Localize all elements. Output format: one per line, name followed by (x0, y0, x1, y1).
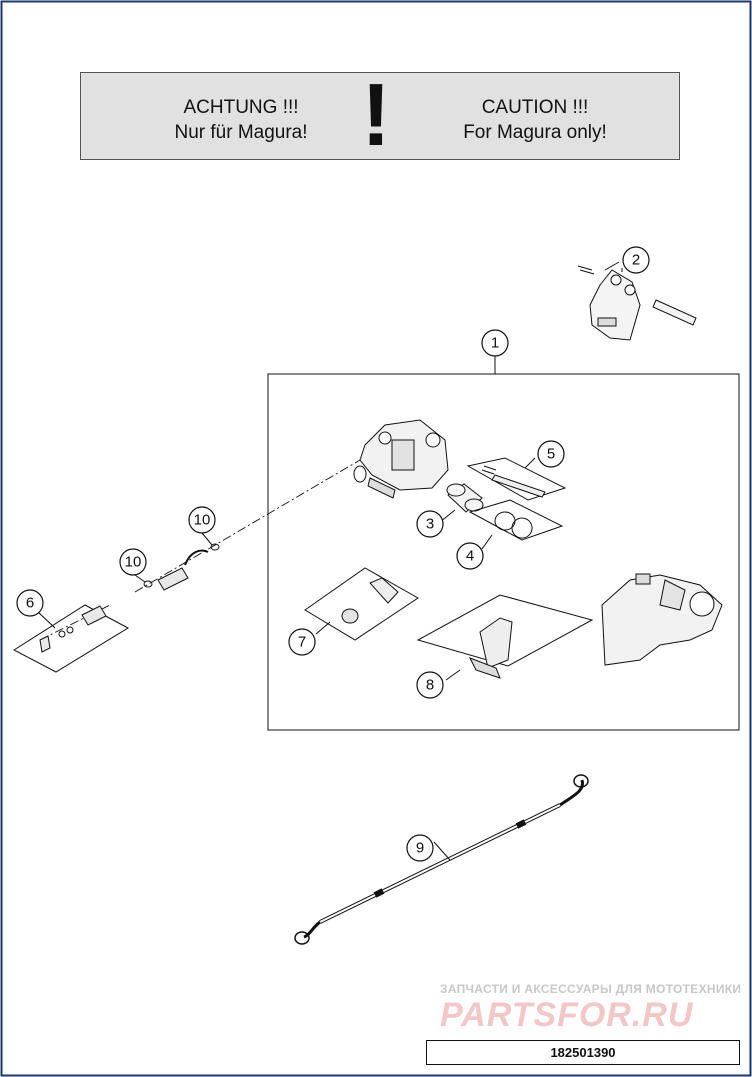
watermark-tagline: ЗАПЧАСТИ И АКСЕССУАРЫ ДЛЯ МОТОТЕХНИКИ (440, 982, 742, 996)
caliper-body (353, 419, 449, 499)
warning-german: ACHTUNG !!! Nur für Magura! (141, 95, 341, 145)
pad-kit (416, 594, 594, 679)
callout-label: 7 (298, 634, 306, 651)
warning-english-line1: CAUTION !!! (481, 97, 589, 118)
seal-kit (468, 499, 564, 541)
callout-4: 4 (456, 542, 484, 570)
callout-label: 8 (426, 677, 434, 694)
bleed-kit (304, 567, 419, 641)
callout-label: 1 (491, 335, 499, 352)
warning-english-line2: For Magura only! (463, 122, 607, 143)
callout-label: 9 (416, 840, 424, 857)
warning-german-line1: ACHTUNG !!! (183, 97, 299, 118)
center-line (39, 459, 361, 641)
callout-5: 5 (537, 440, 565, 468)
callout-8: 8 (416, 671, 444, 699)
document-id: 182501390 (426, 1040, 740, 1065)
callout-3: 3 (416, 510, 444, 538)
caliper-assembly (601, 573, 723, 666)
callout-label: 3 (426, 516, 434, 533)
brake-hose (294, 774, 589, 945)
callout-7: 7 (288, 628, 316, 656)
callout-6: 6 (16, 589, 44, 617)
callout-9: 9 (406, 834, 434, 862)
callout-10-lower: 10 (119, 548, 147, 576)
callout-label: 10 (125, 554, 142, 571)
banjo-set (13, 604, 130, 673)
warning-english: CAUTION !!! For Magura only! (435, 95, 635, 145)
callout-label: 4 (466, 548, 474, 565)
watermark-logo: PARTSFOR.RU (440, 996, 694, 1034)
pin-kit (466, 457, 567, 501)
callout-2: 2 (622, 246, 650, 274)
bracket-part (577, 265, 697, 341)
callout-label: 6 (26, 595, 34, 612)
piston-part (446, 483, 484, 513)
warning-banner: ACHTUNG !!! Nur für Magura! ! CAUTION !!… (80, 67, 680, 163)
assembly-box (267, 373, 740, 731)
callout-label: 2 (632, 252, 640, 269)
callout-label: 5 (547, 446, 555, 463)
hose-fitting (143, 543, 220, 591)
callout-label: 10 (194, 512, 211, 529)
exclamation-icon: ! (361, 65, 391, 164)
callout-1: 1 (481, 329, 509, 357)
warning-german-line2: Nur für Magura! (174, 122, 308, 143)
leader-lines (37, 261, 620, 861)
callout-10-upper: 10 (188, 506, 216, 534)
